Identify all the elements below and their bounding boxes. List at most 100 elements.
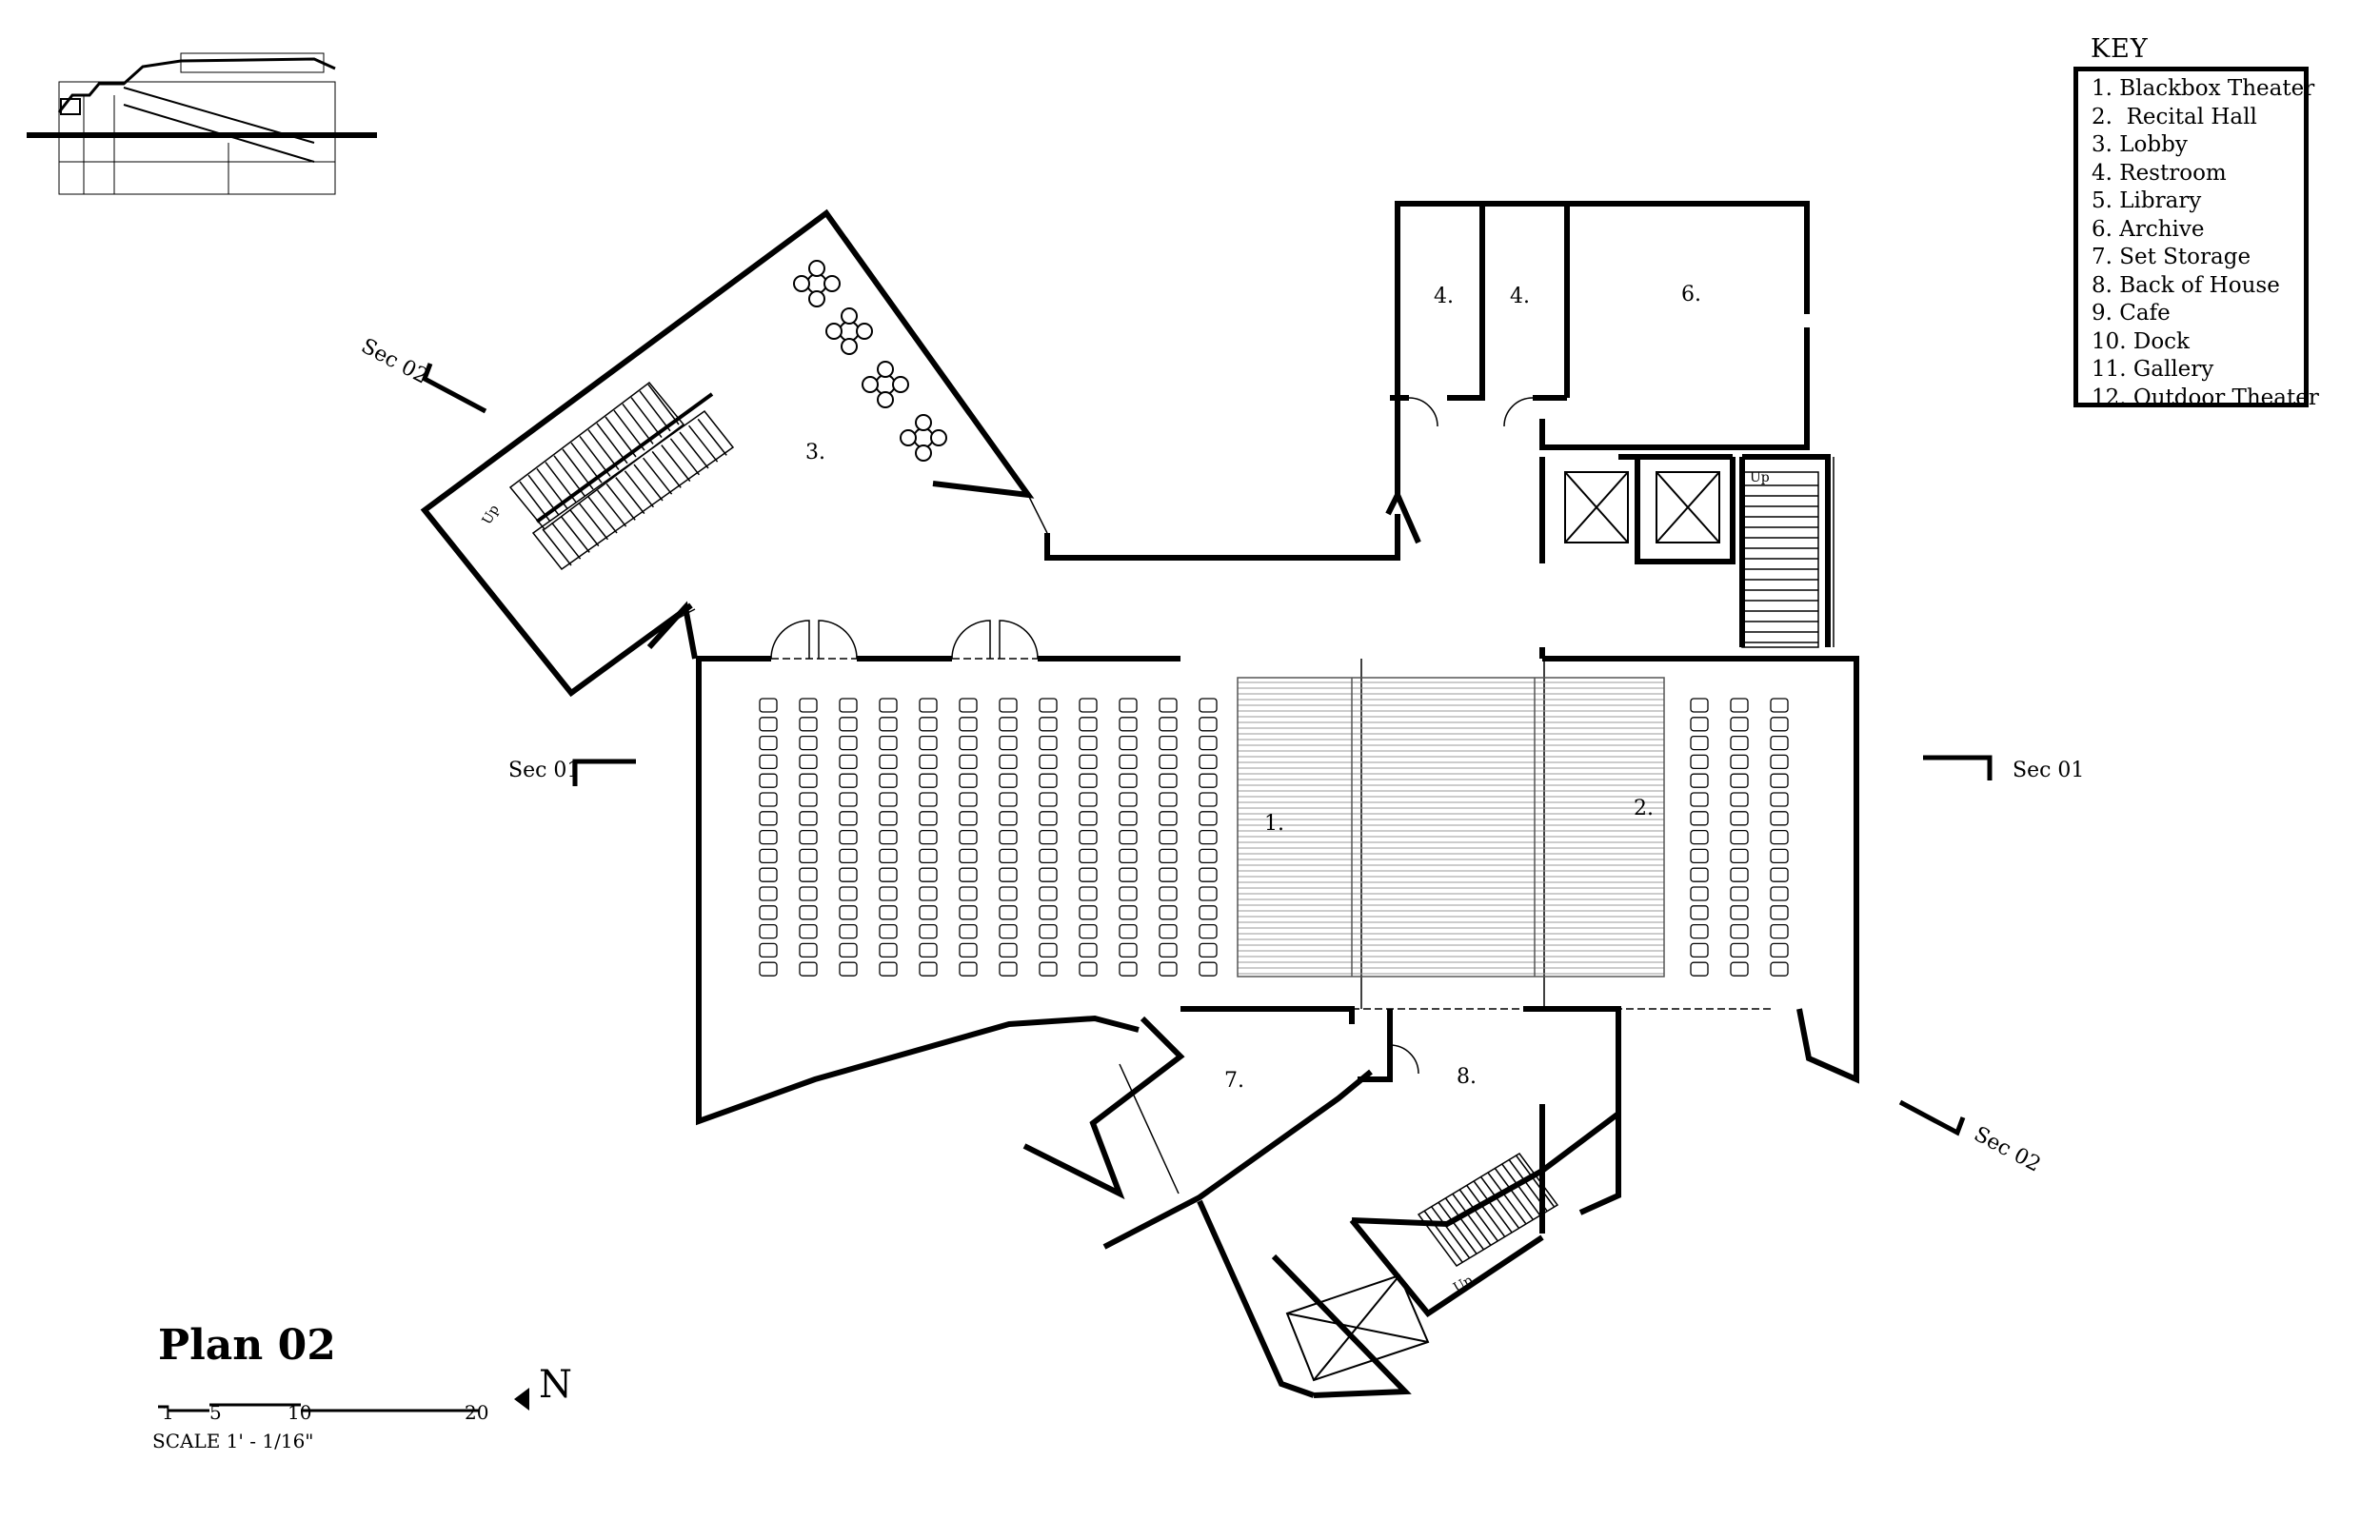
seat (799, 735, 818, 751)
seat (759, 773, 778, 788)
seat (999, 811, 1018, 826)
key-item-3: 3. Lobby (2092, 132, 2188, 157)
seat (1770, 886, 1789, 901)
north-label: N (539, 1363, 572, 1407)
room-label-set-storage: 7. (1224, 1069, 1244, 1093)
seat (799, 886, 818, 901)
stair-tread (1473, 1180, 1513, 1233)
stair-tread (1486, 1172, 1527, 1224)
stair-tread (669, 438, 700, 476)
scale-tick-5: 5 (209, 1401, 222, 1424)
seat (1079, 754, 1098, 770)
seat (1159, 792, 1178, 807)
seat (1119, 961, 1138, 977)
seat (759, 867, 778, 882)
seat (799, 754, 818, 770)
seat (1199, 735, 1218, 751)
seat (879, 754, 898, 770)
seat (999, 848, 1018, 864)
plan-title: Plan 02 (158, 1321, 336, 1370)
lobby-stair (508, 381, 735, 571)
seat (799, 829, 818, 845)
seat (799, 792, 818, 807)
seat (1039, 961, 1058, 977)
stair-tread (587, 496, 618, 534)
seat (839, 698, 858, 713)
scale-tick-10: 10 (288, 1401, 312, 1424)
seat (1119, 735, 1138, 751)
seat (1079, 829, 1098, 845)
seat (879, 811, 898, 826)
seat (959, 698, 978, 713)
stair-tread (1444, 1197, 1484, 1250)
seat (879, 942, 898, 958)
seat (1079, 717, 1098, 732)
seat (839, 792, 858, 807)
stair-tread (613, 409, 645, 451)
key-item-2: 2. Recital Hall (2092, 104, 2257, 129)
seat (1770, 848, 1789, 864)
seat (839, 886, 858, 901)
seat (839, 717, 858, 732)
seat (1730, 829, 1749, 845)
seat (799, 848, 818, 864)
seat (1730, 811, 1749, 826)
seat (1079, 961, 1098, 977)
seat (799, 961, 818, 977)
seat (999, 886, 1018, 901)
seat (1079, 811, 1098, 826)
key-item-10: 10. Dock (2092, 328, 2190, 354)
seat (919, 773, 938, 788)
stair-tread (570, 442, 603, 484)
seat (919, 942, 938, 958)
seat (1119, 811, 1138, 826)
seat (839, 867, 858, 882)
seat (1039, 867, 1058, 882)
seat (839, 923, 858, 939)
blackbox-seating (759, 698, 1218, 977)
seat (1730, 961, 1749, 977)
seat (1770, 811, 1789, 826)
room-label-lobby: 3. (805, 441, 825, 464)
seat (879, 717, 898, 732)
stair-tread (1508, 1158, 1548, 1212)
seat (1770, 867, 1789, 882)
seat (1690, 773, 1709, 788)
seat (759, 754, 778, 770)
key-item-5: 5. Library (2092, 188, 2202, 213)
seat (839, 942, 858, 958)
seat (999, 942, 1018, 958)
stair-tread (597, 489, 627, 527)
stair-tread (1430, 1206, 1471, 1258)
seat (799, 905, 818, 920)
seat (919, 867, 938, 882)
key-item-7: 7. Set Storage (2092, 245, 2251, 269)
seat (1159, 811, 1178, 826)
key-heading: KEY (2091, 34, 2149, 64)
seat (999, 698, 1018, 713)
seat (1199, 848, 1218, 864)
rear-stair (1417, 1153, 1559, 1267)
seat (1119, 905, 1138, 920)
seat (1730, 717, 1749, 732)
seat (1690, 867, 1709, 882)
seat (1119, 754, 1138, 770)
stage-areas (1237, 677, 1665, 977)
seat (799, 942, 818, 958)
seat (999, 792, 1018, 807)
seat (1159, 867, 1178, 882)
stair-tread (536, 467, 568, 509)
seat (799, 923, 818, 939)
seat (1199, 829, 1218, 845)
seat (799, 717, 818, 732)
seat (1079, 867, 1098, 882)
seat (1039, 717, 1058, 732)
stair-tread (697, 418, 727, 456)
seat (999, 754, 1018, 770)
seat (839, 811, 858, 826)
seat (839, 829, 858, 845)
seat (999, 923, 1018, 939)
stair-tread (633, 464, 664, 502)
seat (839, 754, 858, 770)
scale-tick-20: 20 (465, 1401, 489, 1424)
